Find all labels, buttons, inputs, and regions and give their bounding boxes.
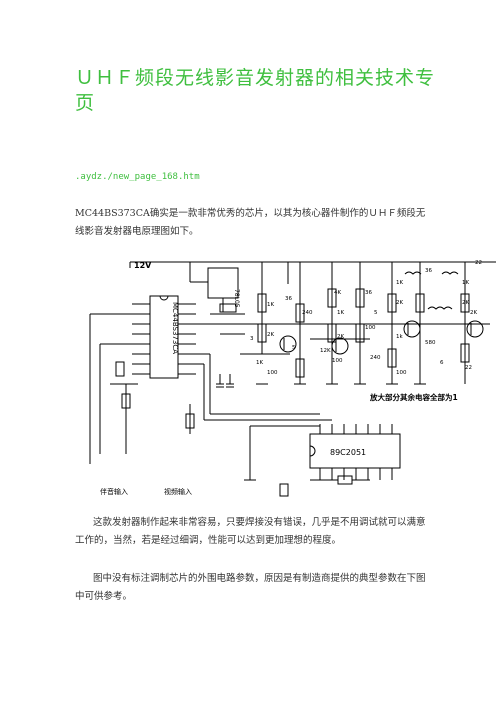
capacitor-label: 5 [374,310,378,316]
body-paragraph-2: 图中没有标注调制芯片的外围电路参数，原因是有制造商提供的典型参数在下图中可供参考… [75,573,426,602]
modulator-ic-label: MC44BS373CA [171,302,179,354]
supply-label: 12V [134,261,152,270]
body-paragraph-1: 这款发射器制作起来非常容易，只要焊接没有错误，几乎是不用调试就可以满意工作的，当… [75,517,426,546]
regulator-label: 78L05 [233,289,240,308]
resistor-label: 1K [267,302,274,308]
capacitor-label: 2K [396,300,403,306]
resistor-label: 240 [370,355,381,361]
circuit-schematic: 12V 78L05 MC44BS373CA 89C2051 伴音输入 视频输入 … [89,260,496,497]
resistor-label: 2K [267,332,274,338]
capacitor-label: 3 [250,336,254,342]
resistor-label: 100 [332,358,343,364]
resistor-label: 1K [396,280,403,286]
resistor-label: 1K [462,280,469,286]
amp-note-label: 放大部分其余电容全部为1 [369,392,458,402]
resistor-label: 2K [470,310,477,316]
resistor-label: 4K [334,290,341,296]
resistor-label: 1K [256,360,263,366]
resistor-label: 12K [320,348,331,354]
mcu-ic-label: 89C2051 [330,448,366,457]
resistor-label: 2K [462,300,469,306]
resistor-label: 6 [440,360,444,366]
resistor-label: 100 [267,370,278,376]
capacitor-label: 36 [285,296,292,302]
audio-input-label: 伴音输入 [100,487,128,496]
source-link[interactable]: .aydz./new_page_168.htm [75,172,200,182]
capacitor-label: 22 [465,365,472,371]
resistor-label: 580 [425,340,436,346]
resistor-label: 100 [365,325,376,331]
resistor-label: 240 [302,310,313,316]
capacitor-label: 36 [425,268,432,274]
video-input-label: 视频输入 [164,487,192,496]
page-title: ＵＨＦ频段无线影音发射器的相关技术专页 [75,67,436,114]
resistor-label: 1K [337,310,344,316]
capacitor-label: 22 [475,260,482,266]
resistor-label: 2K [337,334,344,340]
capacitor-label: 5 [292,345,296,351]
intro-paragraph: MC44BS373CA确实是一款非常优秀的芯片，以其为核心器件制作的ＵＨＦ频段无… [75,208,426,237]
resistor-label: 1k [396,334,403,340]
resistor-label: 100 [396,370,407,376]
capacitor-label: 36 [365,290,372,296]
